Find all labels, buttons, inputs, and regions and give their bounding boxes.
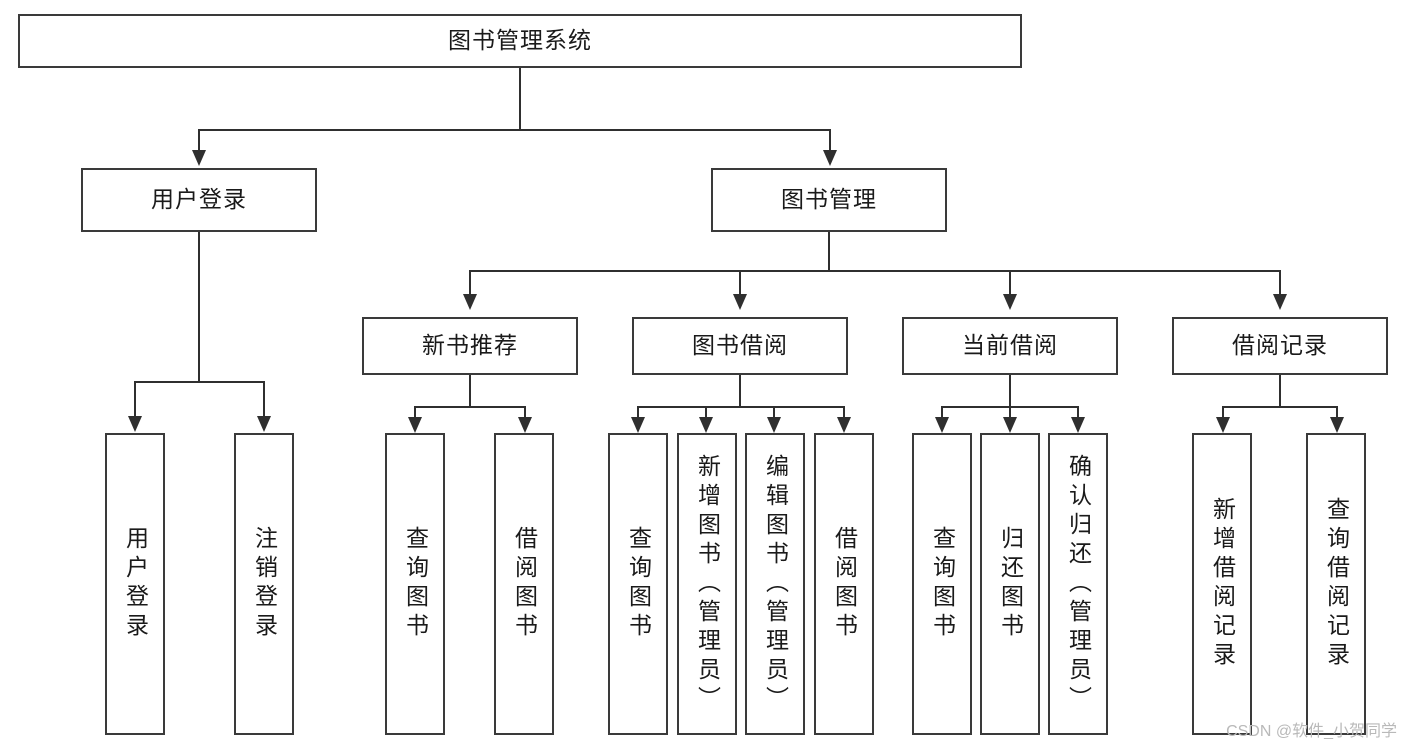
- node-label: 注销登录: [251, 526, 278, 642]
- csdn-watermark: CSDN @软件_小贺同学: [1226, 723, 1397, 740]
- arrowhead-bm-to-new-book: [463, 294, 477, 310]
- node-label: 编辑图书（管理员）: [762, 453, 789, 715]
- connector-book-borrow-bus: [637, 406, 845, 408]
- node-book-borrow[interactable]: 图书借阅: [632, 317, 848, 375]
- leaf-confirm-return-admin[interactable]: 确认归还（管理员）: [1048, 433, 1108, 735]
- arrowhead-user-login-to-leaf-1: [128, 416, 142, 432]
- arrowhead-root-to-book-manage: [823, 150, 837, 166]
- connector-user-login-bus: [134, 381, 264, 383]
- node-label: 查询借阅记录: [1323, 497, 1350, 671]
- node-new-book-recommend[interactable]: 新书推荐: [362, 317, 578, 375]
- node-root-library-system[interactable]: 图书管理系统: [18, 14, 1022, 68]
- arrowhead-bm-to-book-borrow: [733, 294, 747, 310]
- arrowhead-bm-to-current-borrow: [1003, 294, 1017, 310]
- node-book-management[interactable]: 图书管理: [711, 168, 947, 232]
- node-label: 图书管理系统: [448, 27, 592, 54]
- leaf-add-borrow-record[interactable]: 新增借阅记录: [1192, 433, 1252, 735]
- arrowhead-root-to-user-login: [192, 150, 206, 166]
- arrowhead-borrow-record-to-leaf-2: [1330, 417, 1344, 433]
- arrowhead-user-login-to-leaf-2: [257, 416, 271, 432]
- leaf-query-book-borrow[interactable]: 查询图书: [608, 433, 668, 735]
- connector-book-borrow-to-leaf-4: [843, 406, 845, 420]
- connector-book-management-bus: [469, 270, 1280, 272]
- leaf-return-book[interactable]: 归还图书: [980, 433, 1040, 735]
- node-label: 查询图书: [402, 526, 429, 642]
- connector-borrow-record-to-leaf-2: [1336, 406, 1338, 420]
- leaf-logout[interactable]: 注销登录: [234, 433, 294, 735]
- connector-root-stem: [519, 68, 521, 130]
- node-label: 借阅记录: [1232, 332, 1328, 359]
- arrowhead-new-book-to-leaf-1: [408, 417, 422, 433]
- leaf-edit-book-admin[interactable]: 编辑图书（管理员）: [745, 433, 805, 735]
- node-label: 用户登录: [122, 526, 149, 642]
- arrowhead-borrow-record-to-leaf-1: [1216, 417, 1230, 433]
- connector-book-borrow-stem: [739, 375, 741, 407]
- arrowhead-book-borrow-to-leaf-2: [699, 417, 713, 433]
- connector-book-management-stem: [828, 232, 830, 272]
- node-user-login[interactable]: 用户登录: [81, 168, 317, 232]
- connector-bm-to-new-book: [469, 270, 471, 296]
- arrowhead-book-borrow-to-leaf-3: [767, 417, 781, 433]
- connector-current-borrow-to-leaf-3: [1077, 406, 1079, 420]
- connector-user-login-to-leaf-2: [263, 381, 265, 419]
- connector-root-to-user-login: [198, 129, 200, 153]
- connector-root-bus: [198, 129, 831, 131]
- connector-new-book-to-leaf-1: [414, 406, 416, 420]
- node-label: 归还图书: [997, 526, 1024, 642]
- node-label: 查询图书: [929, 526, 956, 642]
- arrowhead-current-borrow-to-leaf-3: [1071, 417, 1085, 433]
- arrowhead-current-borrow-to-leaf-2: [1003, 417, 1017, 433]
- arrowhead-book-borrow-to-leaf-1: [631, 417, 645, 433]
- node-current-borrow[interactable]: 当前借阅: [902, 317, 1118, 375]
- node-label: 图书借阅: [692, 332, 788, 359]
- connector-book-borrow-to-leaf-2: [705, 406, 707, 420]
- connector-user-login-to-leaf-1: [134, 381, 136, 419]
- connector-borrow-record-bus: [1222, 406, 1337, 408]
- connector-current-borrow-to-leaf-2: [1009, 406, 1011, 420]
- node-label: 新增借阅记录: [1209, 497, 1236, 671]
- connector-new-book-stem: [469, 375, 471, 407]
- node-label: 图书管理: [781, 186, 877, 213]
- node-label: 用户登录: [151, 186, 247, 213]
- node-borrow-record[interactable]: 借阅记录: [1172, 317, 1388, 375]
- connector-book-borrow-to-leaf-3: [773, 406, 775, 420]
- connector-root-to-book-manage: [829, 129, 831, 153]
- arrowhead-book-borrow-to-leaf-4: [837, 417, 851, 433]
- connector-user-login-stem: [198, 232, 200, 382]
- node-label: 查询图书: [625, 526, 652, 642]
- connector-book-borrow-to-leaf-1: [637, 406, 639, 420]
- leaf-borrow-book[interactable]: 借阅图书: [814, 433, 874, 735]
- arrowhead-current-borrow-to-leaf-1: [935, 417, 949, 433]
- connector-bm-to-book-borrow: [739, 270, 741, 296]
- leaf-query-book-recommend[interactable]: 查询图书: [385, 433, 445, 735]
- node-label: 借阅图书: [831, 526, 858, 642]
- connector-new-book-bus: [414, 406, 525, 408]
- leaf-user-login[interactable]: 用户登录: [105, 433, 165, 735]
- connector-new-book-to-leaf-2: [524, 406, 526, 420]
- arrowhead-bm-to-borrow-record: [1273, 294, 1287, 310]
- leaf-query-book-current[interactable]: 查询图书: [912, 433, 972, 735]
- node-label: 当前借阅: [962, 332, 1058, 359]
- node-label: 新书推荐: [422, 332, 518, 359]
- connector-borrow-record-to-leaf-1: [1222, 406, 1224, 420]
- node-label: 确认归还（管理员）: [1065, 453, 1092, 715]
- arrowhead-new-book-to-leaf-2: [518, 417, 532, 433]
- connector-current-borrow-to-leaf-1: [941, 406, 943, 420]
- node-label: 借阅图书: [511, 526, 538, 642]
- connector-bm-to-current-borrow: [1009, 270, 1011, 296]
- connector-bm-to-borrow-record: [1279, 270, 1281, 296]
- connector-borrow-record-stem: [1279, 375, 1281, 407]
- leaf-add-book-admin[interactable]: 新增图书（管理员）: [677, 433, 737, 735]
- leaf-borrow-book-recommend[interactable]: 借阅图书: [494, 433, 554, 735]
- connector-current-borrow-stem: [1009, 375, 1011, 407]
- node-label: 新增图书（管理员）: [694, 453, 721, 715]
- leaf-query-borrow-record[interactable]: 查询借阅记录: [1306, 433, 1366, 735]
